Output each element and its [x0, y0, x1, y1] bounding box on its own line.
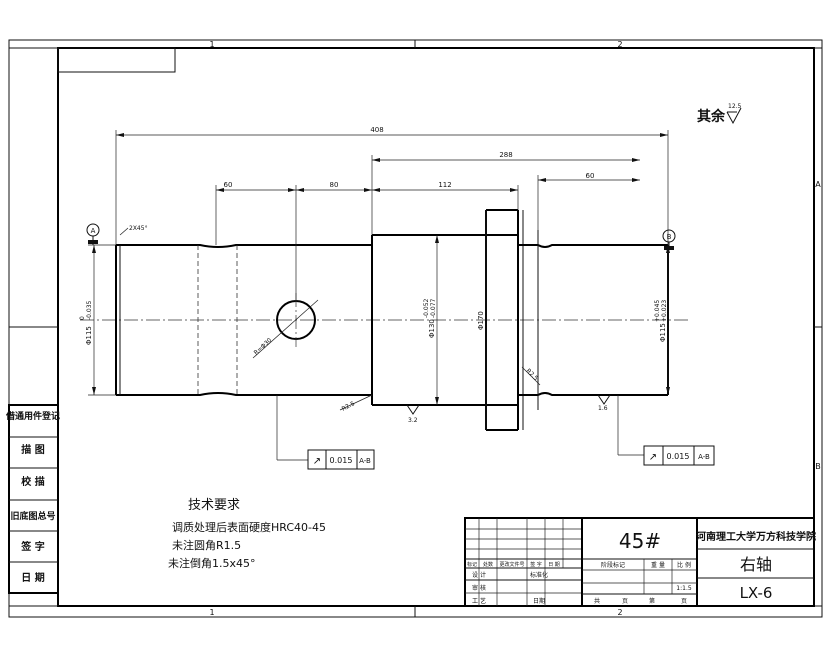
tolerance-frame-left: ↗ 0.015 A-B [276, 395, 375, 470]
tb-col-2: 更改文件号 [499, 561, 524, 568]
left-record-strip: 借通用件登记 描 图 校 描 旧底图总号 签 字 日 期 [5, 404, 60, 594]
tech-line-0: 调质处理后表面硬度HRC40-45 [172, 520, 326, 534]
strip-label-1: 描 图 [21, 443, 44, 456]
dim-dia-left-tol-lo: -0.035 [86, 300, 93, 320]
datum-b: B [667, 233, 672, 241]
dim-seg-80: 80 [330, 181, 339, 189]
tech-line-1: 未注圆角R1.5 [172, 538, 241, 552]
tb-page-unit2: 页 [681, 598, 687, 605]
tol-left-symbol: ↗ [313, 456, 321, 467]
surface-note-text: 其余 [697, 108, 726, 125]
tb-stage-mark: 阶段标记 [601, 561, 625, 569]
tol-right-value: 0.015 [667, 452, 690, 461]
tb-col-0: 标记 [467, 561, 477, 568]
datum-markers: A B [86, 223, 676, 250]
tb-col-1: 处数 [483, 561, 493, 568]
tb-nth: 第 [649, 597, 655, 605]
rough-b: 1.6 [598, 405, 608, 412]
dimension-texts: Φ115 0 -0.035 Φ130 -0.052 -0.077 Φ170 Φ1… [79, 225, 668, 413]
dim-seg-60a: 60 [224, 181, 233, 189]
surface-note-value: 12.5 [728, 103, 742, 110]
dim-dia-left-tol-up: 0 [79, 316, 86, 320]
strip-label-5: 日 期 [21, 571, 44, 584]
tb-col-4: 日 期 [548, 562, 560, 568]
tb-code: LX-6 [740, 584, 773, 602]
datum-a: A [91, 227, 96, 235]
strip-label-0: 借通用件登记 [5, 410, 60, 422]
dim-dia-left: Φ115 [85, 326, 93, 345]
tb-craft: 工 艺 [472, 597, 486, 605]
tb-page-unit: 页 [622, 598, 628, 605]
tech-line-2: 未注倒角1.5x45° [168, 556, 256, 570]
tb-weight: 重 量 [651, 561, 665, 569]
zone-bottom-1: 1 [209, 608, 214, 617]
outer-border [8, 39, 823, 618]
dim-seg-112: 112 [438, 181, 451, 189]
strip-label-3: 旧底图总号 [10, 510, 55, 522]
dim-overall: 408 [370, 126, 383, 134]
dim-dia-mid-tol-lo: -0.077 [430, 298, 437, 318]
roughness-marks: 3.2 1.6 [406, 394, 611, 424]
tb-part-name: 右轴 [740, 555, 772, 574]
dim-chamfer-left: 2X45° [129, 225, 148, 232]
tb-material: 45# [619, 529, 661, 553]
dim-hole: R=Φ30 [253, 337, 274, 357]
technical-requirements: 技术要求 调质处理后表面硬度HRC40-45 未注圆角R1.5 未注倒角1.5x… [168, 498, 326, 570]
dim-fillet-a: R2.5 [341, 400, 357, 413]
tb-sign-date: 日期 [533, 597, 545, 605]
tb-scale: 1:1.5 [676, 585, 692, 592]
zone-top-2: 2 [617, 40, 622, 49]
strip-label-2: 校 描 [21, 475, 44, 488]
tol-right-datum: A-B [698, 453, 710, 461]
zone-right-a: A [815, 180, 821, 189]
tb-check: 审 核 [472, 584, 486, 592]
tb-design: 设 计 [472, 571, 486, 579]
tol-right-symbol: ↗ [649, 452, 657, 463]
dim-dia-right-tol-lo: +0.023 [661, 300, 668, 322]
tb-school: 河南理工大学万方科技学院 [696, 530, 816, 543]
tol-left-datum: A-B [359, 457, 371, 465]
tb-scale-label: 比 例 [677, 561, 691, 569]
zone-bottom-2: 2 [617, 608, 622, 617]
dim-seg-60b: 60 [586, 172, 595, 180]
drawing-number-box [57, 47, 176, 73]
strip-label-4: 签 字 [20, 540, 44, 553]
tolerance-frame-right: ↗ 0.015 A-B [617, 395, 715, 466]
dim-dia-right-tol-up: +0.045 [654, 300, 661, 322]
zone-top-1: 1 [209, 40, 214, 49]
dim-dia-170: Φ170 [477, 311, 485, 330]
tol-left-value: 0.015 [330, 456, 353, 465]
zone-right-b: B [815, 462, 821, 471]
tb-col-3: 签 字 [530, 561, 542, 568]
tb-total: 共 [594, 597, 600, 605]
rough-a: 3.2 [408, 417, 418, 424]
dim-right-len: 288 [499, 151, 512, 159]
dim-dia-right: Φ115 [659, 323, 667, 342]
surface-roughness-note: 其余 12.5 [697, 103, 742, 125]
dim-dia-mid-tol-up: -0.052 [423, 298, 430, 318]
tech-title: 技术要求 [188, 498, 240, 513]
dim-dia-mid: Φ130 [428, 319, 436, 338]
shaft-body [80, 209, 690, 431]
title-block: 标记 处数 更改文件号 签 字 日 期 设 计 标准化 审 核 工 艺 日期 4… [464, 517, 816, 607]
tb-stdize: 标准化 [530, 571, 548, 579]
dimension-lines: 408 288 60 80 112 60 [88, 126, 670, 430]
dim-fillet-b: R2.5 [525, 367, 540, 382]
